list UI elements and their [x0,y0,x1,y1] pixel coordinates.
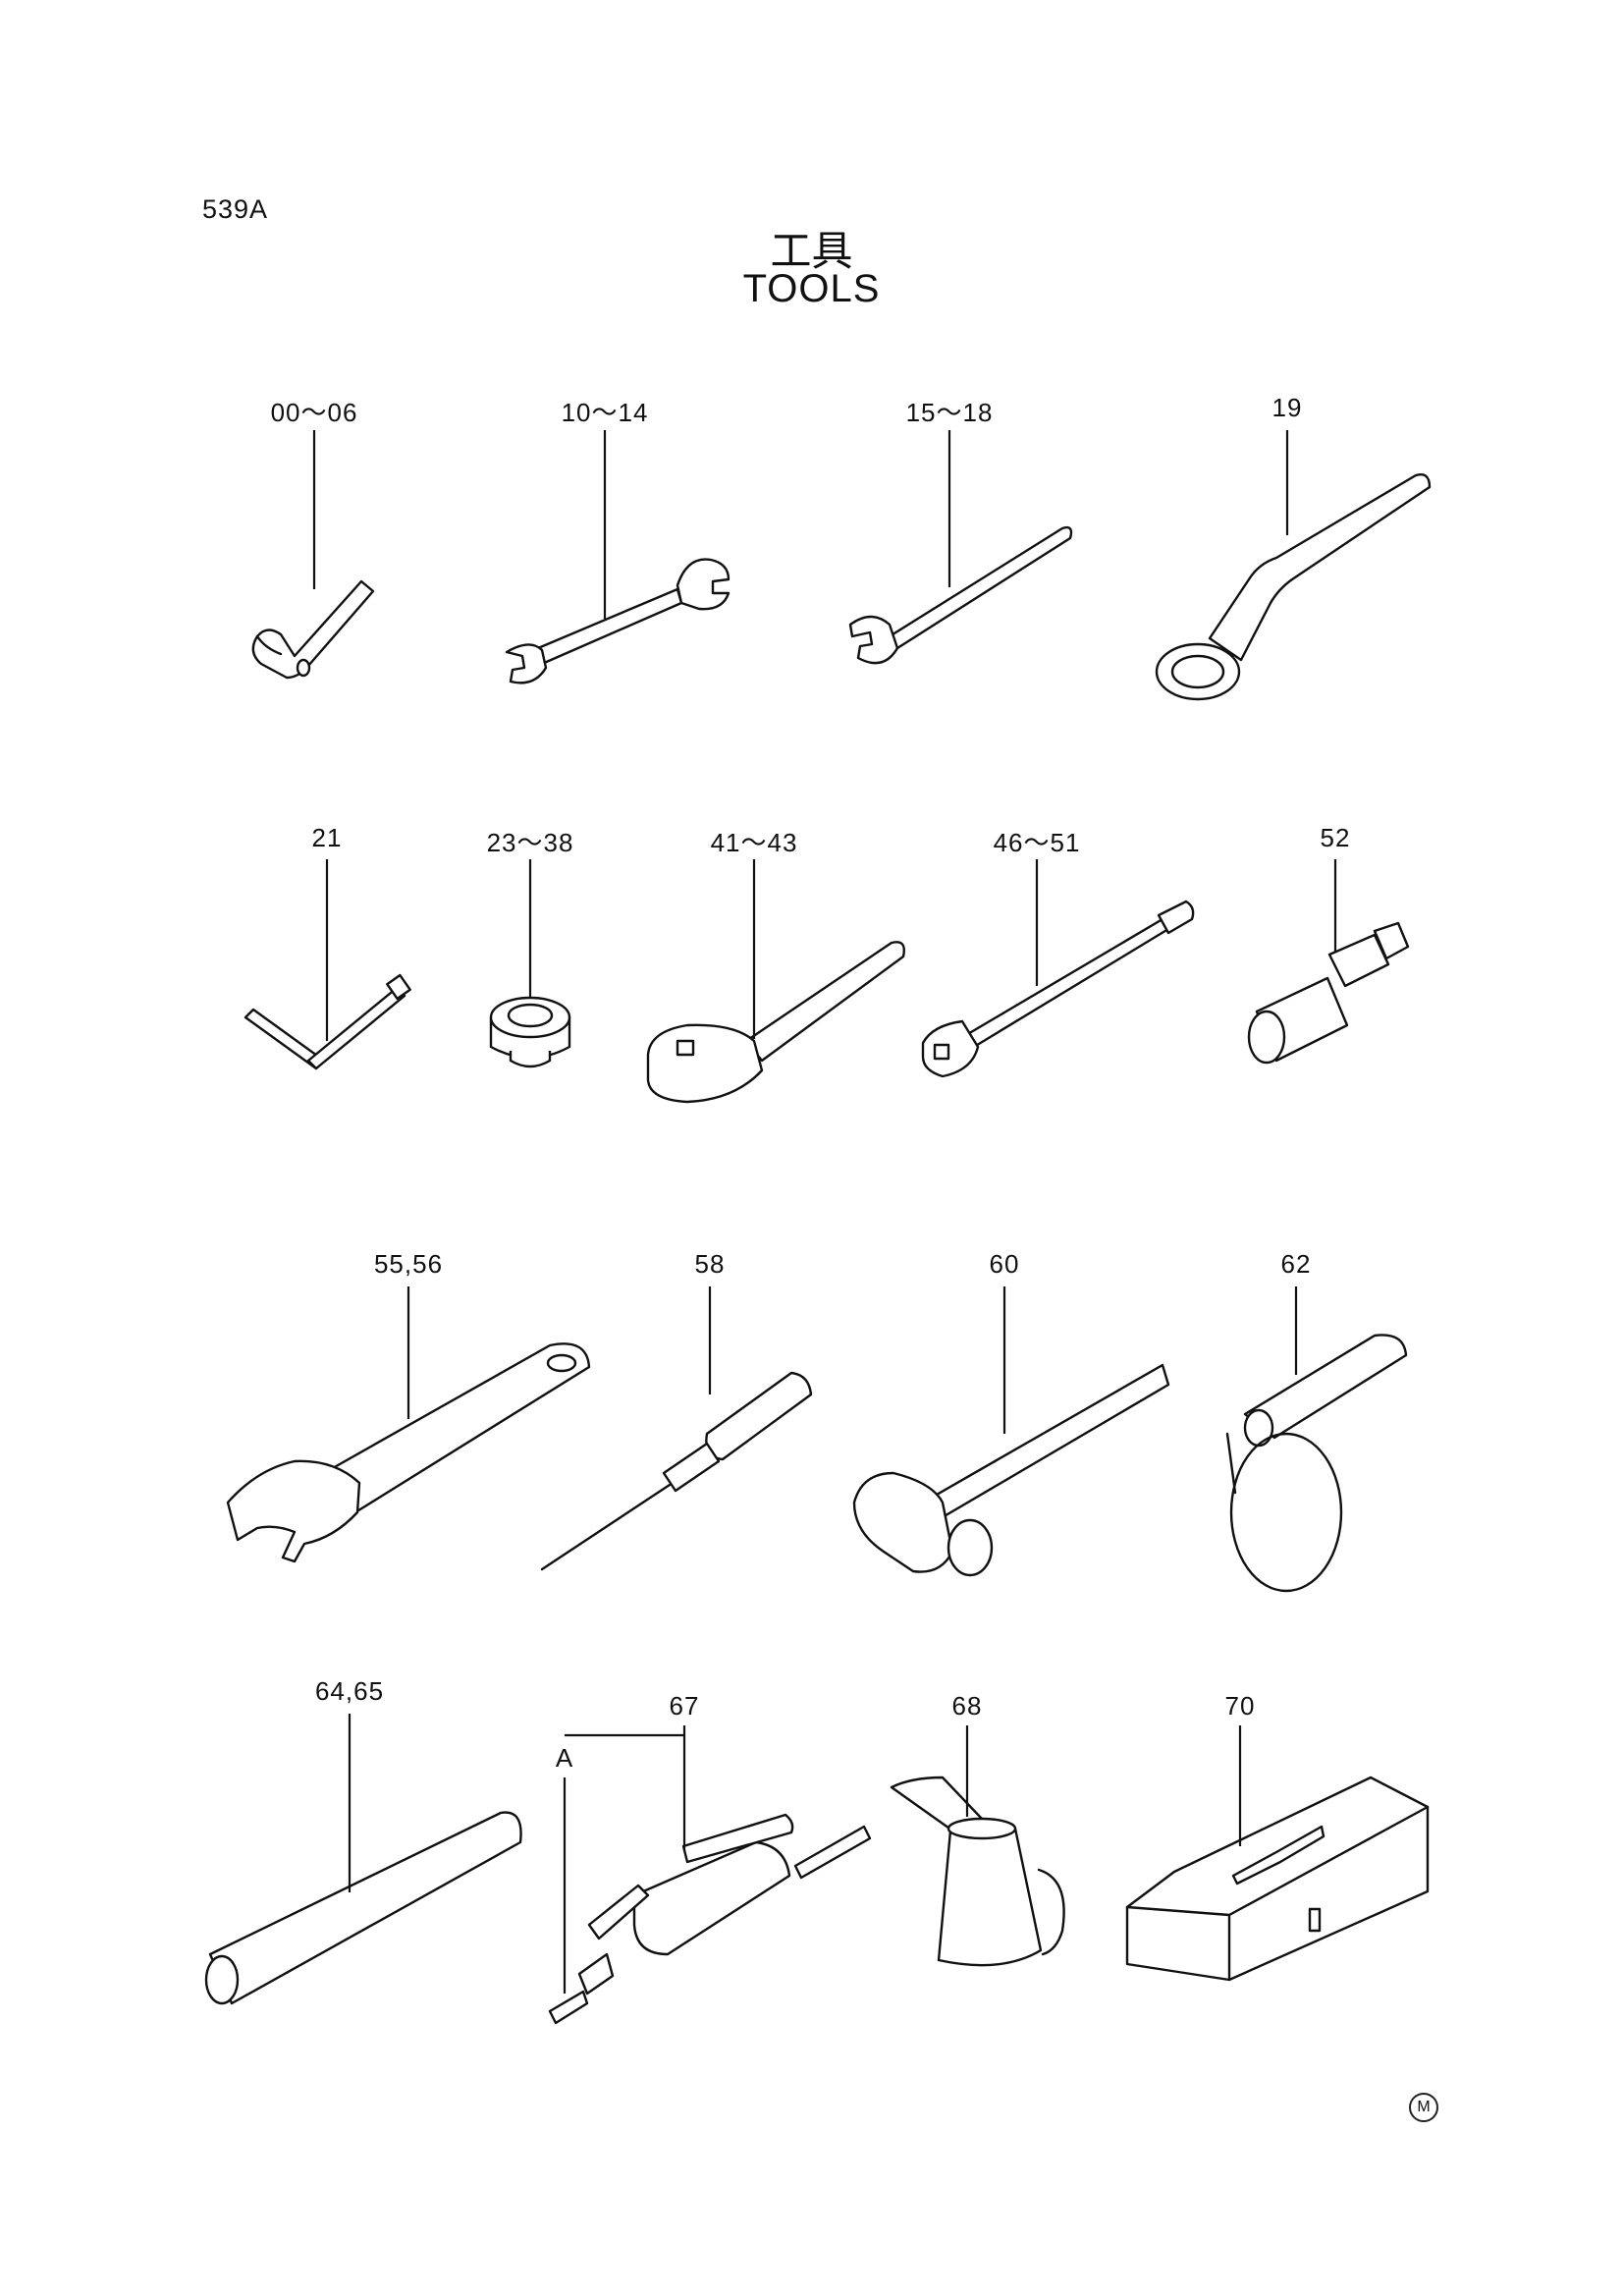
callout-socket: 23～38 [486,828,574,857]
callout-offset-ring-wrench: 19 [1271,393,1303,422]
grease-gun-drawing [548,1725,872,2025]
callout-tool-box: 70 [1224,1691,1256,1721]
socket-drawing [489,859,571,1068]
screwdriver-drawing [540,1286,813,1571]
callout-hammer: 60 [989,1249,1020,1279]
tool-box-drawing [1125,1725,1430,1982]
callout-hex-key: 00～06 [270,398,358,427]
callout-universal-joint: 52 [1320,823,1351,852]
hammer-drawing [852,1286,1170,1577]
ratchet-handle-drawing [646,859,905,1104]
callout-ratchet-handle: 41～43 [710,828,798,857]
callout-t-wrench: 21 [311,823,343,852]
corner-mark: M [1409,2093,1438,2122]
extension-bar-drawing [921,859,1195,1078]
filter-wrench-drawing [1225,1286,1408,1593]
pipe-drawing [204,1714,522,2005]
page-title-english: TOOLS [742,267,881,310]
page-code: 539A [202,194,269,224]
callout-extension-bar: 46～51 [993,828,1081,857]
single-open-wrench-drawing [848,430,1073,665]
callout-adjustable-wrench: 55,56 [373,1249,444,1279]
callout-oil-can: 68 [951,1691,983,1721]
callout-pipe: 64,65 [314,1676,385,1706]
callout-detail-a: A [555,1743,574,1773]
callout-screwdriver: 58 [694,1249,726,1279]
hex-key-drawing [251,430,375,680]
callout-single-open-wrench: 15～18 [905,398,994,427]
offset-ring-wrench-drawing [1155,430,1432,701]
callout-filter-wrench: 62 [1280,1249,1312,1279]
callout-grease-gun: 67 [669,1691,700,1721]
double-open-wrench-drawing [505,430,730,684]
callout-double-open-wrench: 10～14 [561,398,649,427]
page-title-japanese: 工具 [770,227,853,275]
universal-joint-drawing [1247,859,1410,1065]
t-wrench-drawing [243,859,411,1070]
oil-can-drawing [890,1725,1065,1967]
adjustable-wrench-drawing [226,1286,591,1563]
